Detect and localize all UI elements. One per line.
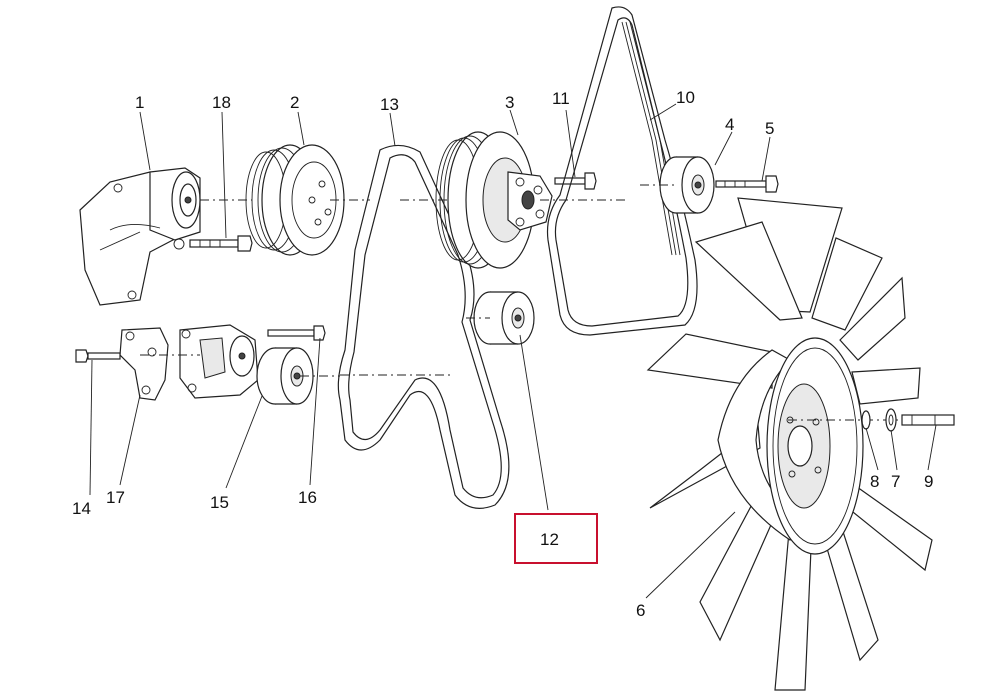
part-9-stud (901, 414, 955, 426)
part-4-idler-pulley (640, 156, 715, 214)
label-part-8: 8 (870, 472, 879, 491)
label-part-14: 14 (72, 499, 91, 518)
part-18-bolt (189, 235, 253, 252)
part-6-fan (646, 197, 933, 691)
part-10-fan-belt (546, 6, 698, 336)
part-11-bolt (554, 172, 597, 190)
part-17-bracket (119, 327, 169, 401)
label-part-10: 10 (676, 88, 695, 107)
label-part-5: 5 (765, 119, 774, 138)
part-1-alternator-bracket (79, 167, 252, 306)
label-part-3: 3 (505, 93, 514, 112)
part-16-bolt (140, 325, 326, 356)
part-15-tensioner (179, 324, 340, 405)
leader-lines (89, 103, 937, 599)
label-part-9: 9 (924, 472, 933, 491)
part-5-bolt (715, 175, 779, 193)
label-part-16: 16 (298, 488, 317, 507)
part-7-washer (885, 408, 897, 432)
label-part-11: 11 (552, 89, 570, 108)
part-3-pump-pulley (435, 131, 625, 269)
label-part-7: 7 (891, 472, 900, 491)
label-part-1: 1 (135, 93, 144, 112)
label-part-12: 12 (540, 530, 559, 549)
part-8-washer (861, 410, 871, 430)
label-part-6: 6 (636, 601, 645, 620)
highlight-box-part-12 (514, 513, 598, 564)
part-12-idler-pulley (466, 291, 535, 345)
label-part-2: 2 (290, 93, 299, 112)
part-14-bolt (75, 349, 121, 363)
label-part-17: 17 (106, 488, 125, 507)
label-part-4: 4 (725, 115, 734, 134)
label-part-15: 15 (210, 493, 229, 512)
label-part-13: 13 (380, 95, 399, 114)
part-2-pulley (245, 144, 370, 256)
label-part-18: 18 (212, 93, 231, 112)
